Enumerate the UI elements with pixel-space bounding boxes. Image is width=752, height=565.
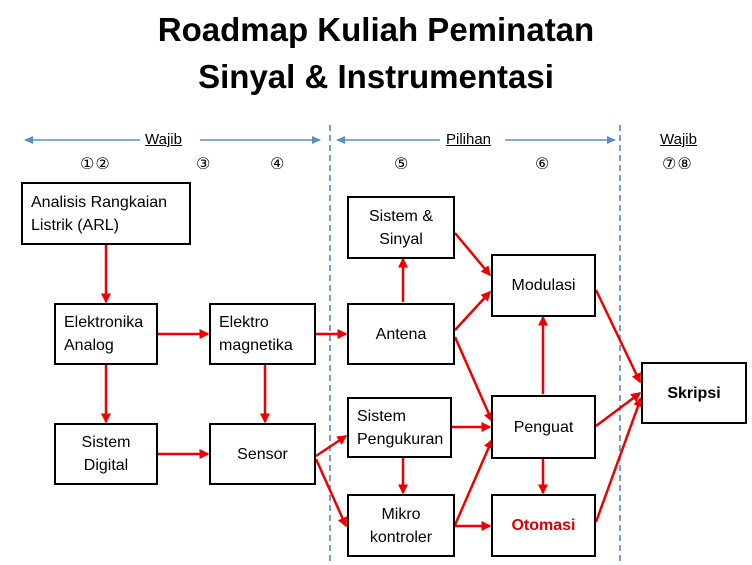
- course-box-mikrokontroler: Mikro kontroler: [347, 494, 455, 557]
- page-subtitle: Sinyal & Instrumentasi: [198, 58, 554, 95]
- semester-7-8: ⑦⑧: [662, 156, 693, 173]
- arrow-modulasi-to-skripsi: [594, 289, 642, 384]
- course-box-sensor: Sensor: [209, 423, 316, 485]
- arrow-antena-to-penguat: [453, 336, 494, 423]
- course-box-sistem-sinyal: Sistem & Sinyal: [347, 196, 455, 259]
- arrow-otomasi-to-skripsi: [594, 396, 643, 523]
- semester-6: ⑥: [535, 156, 551, 173]
- arrow-sistem-sinyal-to-modulasi: [454, 232, 491, 277]
- course-box-otomasi: Otomasi: [491, 494, 596, 557]
- arrow-sensor-to-mikrokontroler: [314, 458, 348, 528]
- course-box-modulasi: Modulasi: [491, 254, 596, 317]
- course-box-antena: Antena: [347, 303, 455, 365]
- page-title: Roadmap Kuliah Peminatan: [157, 11, 595, 48]
- course-box-penguat: Penguat: [491, 395, 596, 459]
- semester-1-2: ①②: [80, 156, 111, 173]
- section-label-pilihan: Pilihan: [446, 131, 492, 148]
- course-box-sistem-pengukuran: Sistem Pengukuran: [347, 397, 452, 458]
- section-label-wajib-left: Wajib: [145, 131, 182, 148]
- course-box-arl: Analisis Rangkaian Listrik (ARL): [21, 182, 191, 245]
- arrow-antena-to-modulasi: [454, 290, 492, 331]
- arrow-sensor-to-pengukuran: [315, 434, 348, 458]
- semester-5: ⑤: [394, 156, 410, 173]
- course-box-elektromagnetika: Elektro magnetika: [209, 303, 316, 365]
- arrow-mikrokontroler-to-penguat: [453, 438, 494, 526]
- section-label-wajib-right: Wajib: [660, 131, 697, 148]
- semester-4: ④: [270, 156, 286, 173]
- course-box-skripsi: Skripsi: [641, 362, 747, 424]
- semester-3: ③: [196, 156, 212, 173]
- course-box-sistem-digital: Sistem Digital: [54, 423, 158, 485]
- course-box-elektronika-analog: Elektronika Analog: [54, 303, 158, 365]
- arrow-penguat-to-skripsi: [595, 392, 642, 427]
